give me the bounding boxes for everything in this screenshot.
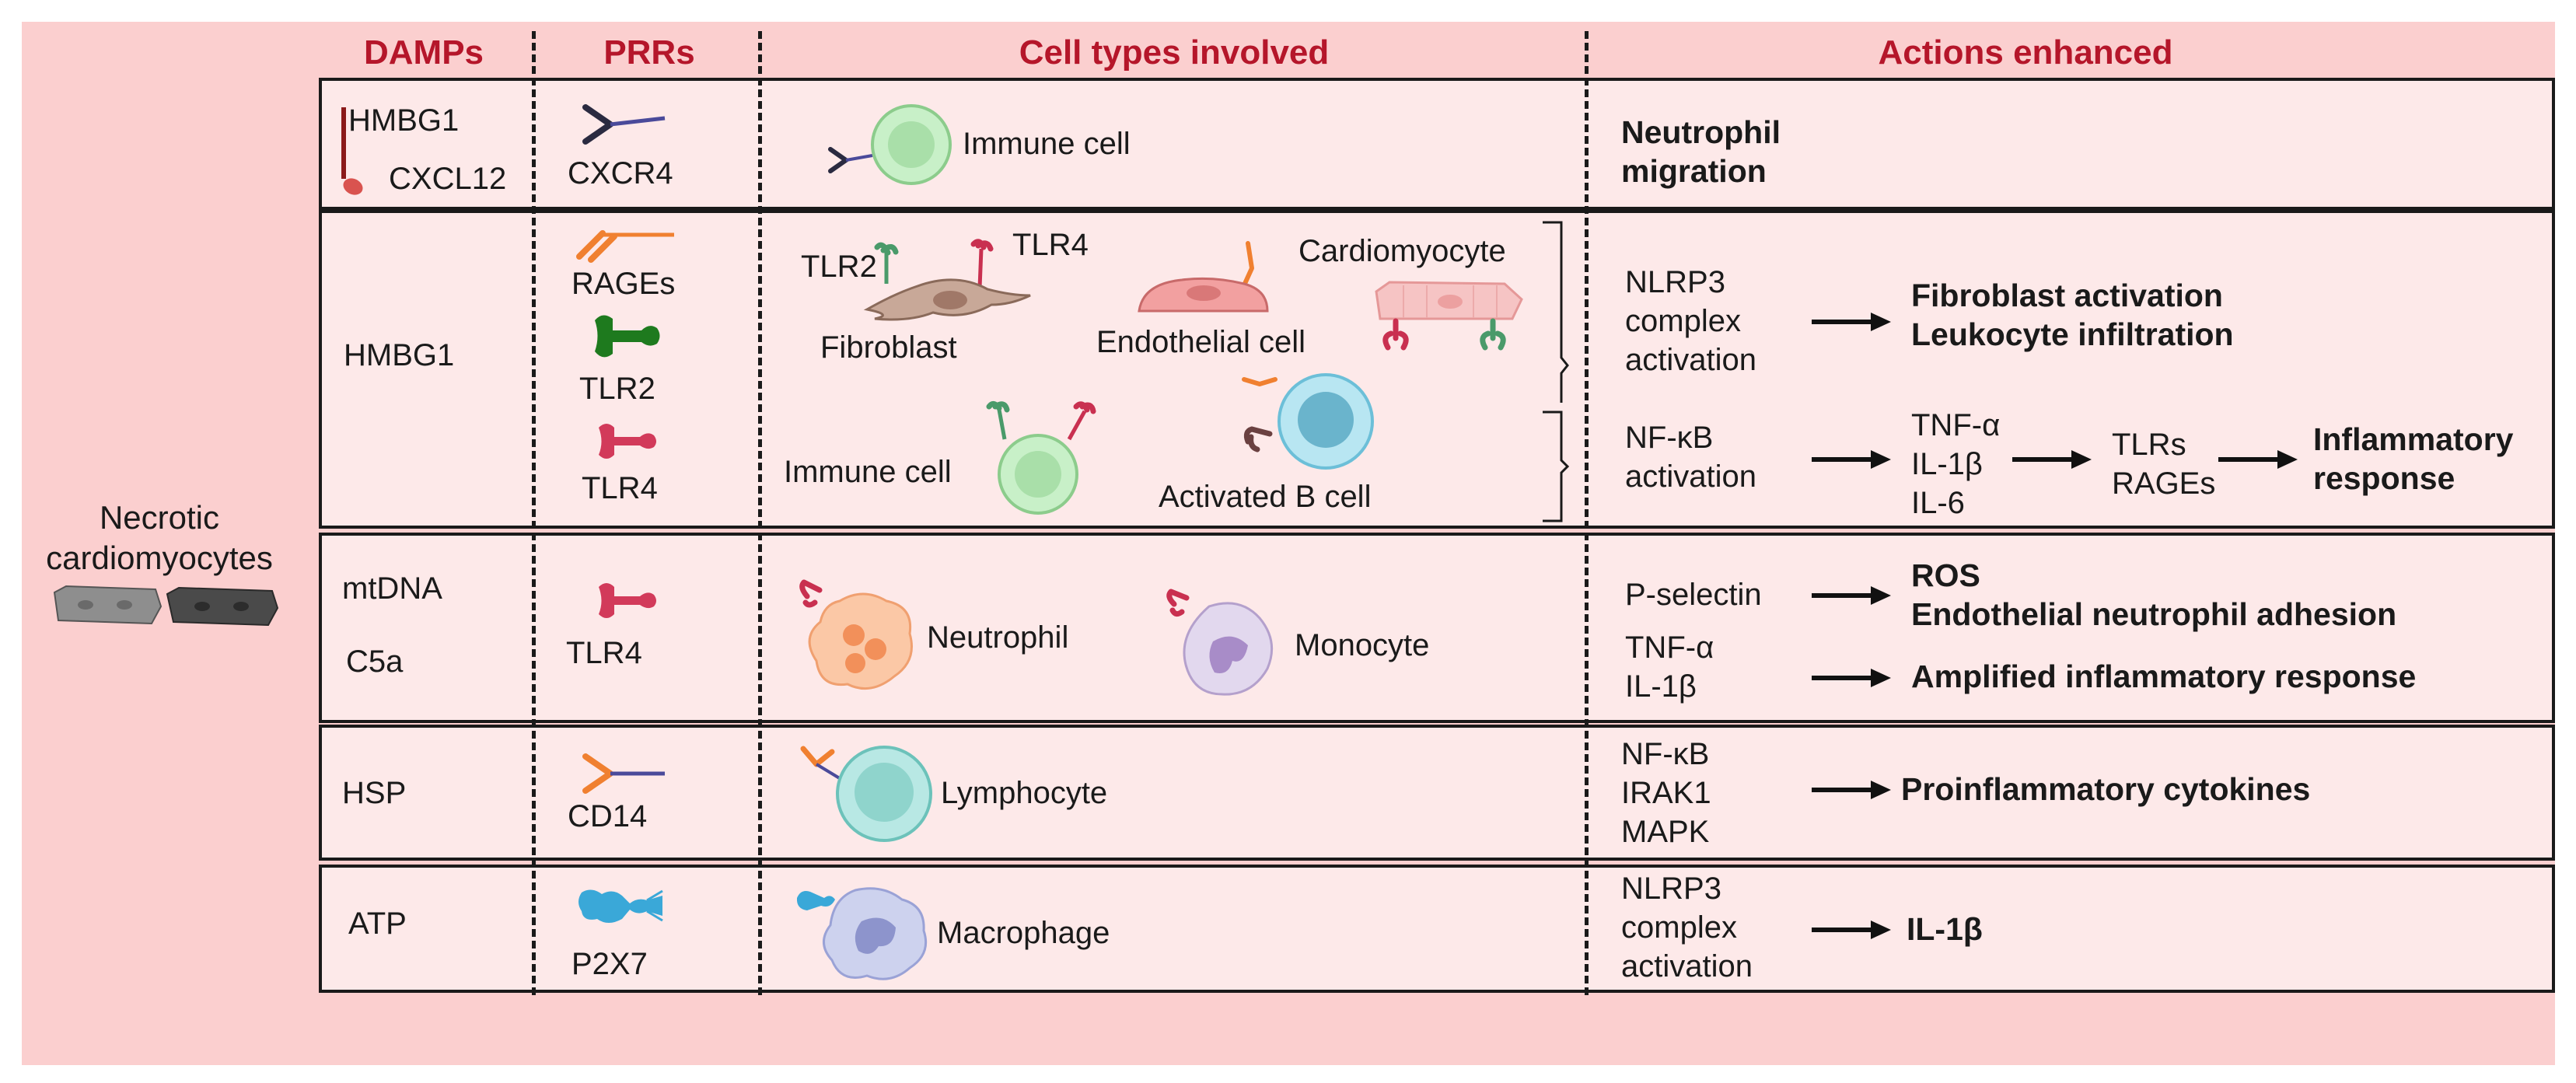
cd14-receptor-icon [582, 753, 665, 794]
column-divider [1585, 31, 1589, 995]
prr-rages: RAGEs [571, 267, 676, 301]
arrow-icon [1812, 313, 1891, 331]
header-actions: Actions enhanced [1878, 33, 2173, 72]
immune-cell-tlr-icon [986, 401, 1096, 515]
arrow-icon [1812, 450, 1891, 469]
tlr2-receptor-icon [595, 315, 660, 358]
cell-activated-b-cell: Activated B cell [1159, 480, 1372, 514]
damp-atp: ATP [348, 907, 407, 941]
prr-p2x7: P2X7 [571, 947, 648, 981]
prr-cd14: CD14 [568, 799, 648, 833]
lymphocyte-icon [800, 746, 932, 842]
damp-hsp: HSP [342, 776, 407, 810]
action-neutrophil-migration: Neutrophil migration [1621, 114, 1781, 189]
cell-immune-cell: Immune cell [784, 455, 952, 489]
header-damps: DAMPs [363, 33, 484, 72]
action-nfkb-activation: NF-κB activation [1625, 421, 1756, 494]
damp-hmbg1: HMBG1 [344, 338, 455, 372]
hmbg1-cxcl12-icon [341, 107, 363, 195]
action-tlrs-rages: TLRs RAGEs [2112, 428, 2216, 501]
prr-tlr2: TLR2 [579, 372, 655, 406]
arrow-icon [2012, 450, 2092, 469]
monocyte-icon [1166, 589, 1274, 696]
arrow-icon [1812, 669, 1891, 687]
label-tlr4: TLR4 [1012, 228, 1089, 262]
action-tnf-il1b: TNF-α IL-1β [1625, 631, 1714, 704]
neutrophil-icon [799, 579, 913, 690]
action-fibroblast-leukocyte: Fibroblast activation Leukocyte infiltra… [1911, 278, 2234, 352]
cell-fibroblast: Fibroblast [820, 330, 957, 365]
action-proinflammatory-cytokines: Proinflammatory cytokines [1901, 771, 2311, 807]
action-inflammatory-response: Inflammatory response [2313, 421, 2514, 496]
arrow-icon [1812, 921, 1891, 939]
cell-monocyte: Monocyte [1295, 628, 1430, 662]
p2x7-receptor-icon [578, 889, 663, 923]
prr-tlr4: TLR4 [582, 471, 658, 505]
damp-c5a: C5a [346, 645, 404, 679]
endothelial-cell-icon [1138, 241, 1269, 313]
row-5-box [319, 865, 2555, 993]
column-divider [758, 31, 762, 995]
tlr4-receptor-icon [599, 424, 656, 459]
cell-macrophage: Macrophage [937, 916, 1110, 950]
action-nlrp3-activation: NLRP3 complex activation [1625, 265, 1756, 377]
row-2-box [319, 210, 2555, 529]
damp-hmbg1: HMBG1 [348, 103, 460, 138]
necrotic-cardiomyocyte-icon [53, 585, 279, 627]
action-amplified-inflammatory: Amplified inflammatory response [1911, 659, 2417, 694]
immune-cell-icon [828, 104, 952, 185]
cell-endothelial: Endothelial cell [1096, 325, 1306, 359]
fibroblast-icon [863, 239, 1031, 321]
macrophage-icon [796, 887, 928, 980]
arrow-icon [2218, 450, 2298, 469]
cell-neutrophil: Neutrophil [927, 620, 1069, 655]
action-nlrp3-activation: NLRP3 complex activation [1621, 872, 1753, 983]
header-cell-types: Cell types involved [1019, 33, 1330, 72]
activated-b-cell-icon [1242, 373, 1374, 470]
arrow-icon [1812, 781, 1891, 799]
cxcr4-receptor-icon [582, 104, 666, 145]
arrow-icon [1812, 586, 1891, 605]
cell-cardiomyocyte: Cardiomyocyte [1298, 234, 1506, 268]
grouping-brace [1543, 221, 1570, 522]
label-tlr2: TLR2 [801, 250, 877, 284]
action-ros-adhesion: ROS Endothelial neutrophil adhesion [1911, 557, 2397, 632]
damp-mtdna: mtDNA [342, 571, 442, 606]
action-p-selectin: P-selectin [1625, 578, 1762, 612]
prr-tlr4: TLR4 [566, 636, 642, 670]
prr-cxcr4: CXCR4 [568, 156, 673, 190]
necrotic-cardiomyocytes-label: Necrotic cardiomyocytes [46, 499, 273, 576]
row-4-box [319, 725, 2555, 861]
tlr4-receptor-icon [599, 583, 656, 618]
cell-lymphocyte: Lymphocyte [941, 776, 1108, 810]
column-divider [532, 31, 536, 995]
rages-receptor-icon [576, 230, 674, 263]
cardiomyocyte-icon [1375, 281, 1523, 351]
row-1-box [319, 78, 2555, 210]
action-signaling: NF-κB IRAK1 MAPK [1621, 737, 1711, 849]
damp-cxcl12: CXCL12 [389, 162, 507, 196]
row-3-box [319, 533, 2555, 723]
cell-immune-cell: Immune cell [963, 127, 1131, 161]
action-cytokines: TNF-α IL-1β IL-6 [1911, 408, 2001, 520]
action-il1b: IL-1β [1907, 911, 1983, 947]
header-prrs: PRRs [603, 33, 695, 72]
